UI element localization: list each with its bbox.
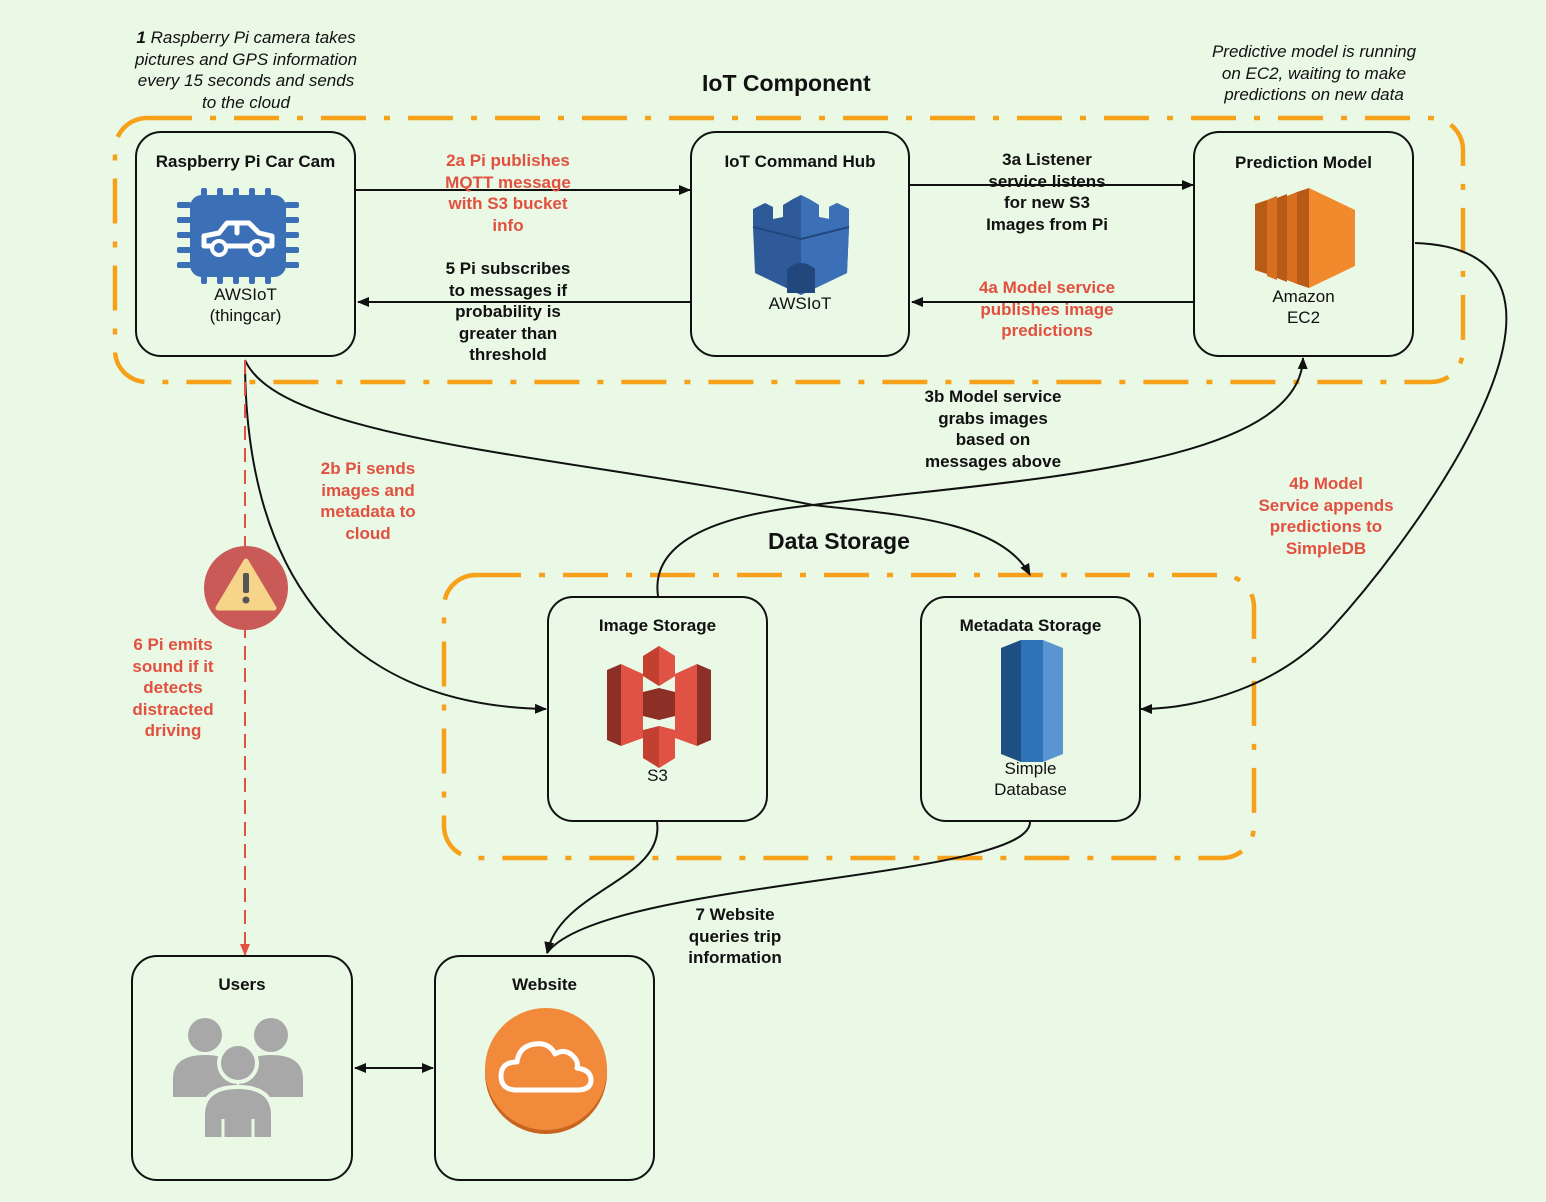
aws-simpledb-icon <box>1001 640 1063 767</box>
arrow-7-from-simpledb <box>546 821 1031 954</box>
arrow-7-from-s3 <box>544 821 659 954</box>
warning-icon <box>204 546 288 630</box>
label-5: 5 Pi subscribes to messages if probabili… <box>445 259 571 364</box>
node-metadata-storage[interactable]: Metadata Storage Simple Database <box>920 596 1141 822</box>
arrow-2b-to-simpledb <box>244 359 1031 576</box>
data-storage-boundary <box>441 572 1257 861</box>
node-website[interactable]: Website <box>434 955 655 1181</box>
label-6: 6 Pi emits sound if it detects distracte… <box>132 635 214 740</box>
iot-component-title: IoT Component <box>702 70 871 96</box>
note-prediction-model: Predictive model is running on EC2, wait… <box>1211 42 1417 104</box>
aws-s3-icon <box>607 646 711 773</box>
aws-iot-castle-icon <box>749 193 853 302</box>
node-title: Image Storage <box>598 616 717 635</box>
node-title: Raspberry Pi Car Cam <box>155 152 336 171</box>
label-2b: 2b Pi sends images and metadata to cloud <box>320 459 416 543</box>
node-caption: Simple Database <box>994 759 1067 799</box>
car-chip-icon <box>177 188 299 289</box>
label-4a: 4a Model service publishes image predict… <box>978 278 1116 340</box>
node-caption: S3 <box>647 766 668 785</box>
label-4b: 4b Model Service appends predictions to … <box>1258 474 1394 558</box>
label-3a: 3a Listener service listens for new S3 I… <box>986 150 1108 234</box>
arrow-2b-to-s3 <box>244 359 547 714</box>
node-title: Website <box>512 975 577 994</box>
users-group-icon <box>173 1015 303 1146</box>
arrow-4b <box>1140 242 1508 714</box>
label-7: 7 Website queries trip information <box>688 905 782 967</box>
node-title: IoT Command Hub <box>724 152 876 171</box>
data-storage-title: Data Storage <box>768 528 910 554</box>
node-prediction-model[interactable]: Prediction Model Amazon EC2 <box>1193 131 1414 357</box>
node-title: Users <box>218 975 266 994</box>
note-step-1: 1 Raspberry Pi camera takes pictures and… <box>134 28 358 112</box>
node-caption: AWSIoT <box>768 294 832 313</box>
label-3b: 3b Model service grabs images based on m… <box>924 387 1062 471</box>
label-2a: 2a Pi publishes MQTT message with S3 buc… <box>445 151 571 235</box>
node-raspberry-pi[interactable]: Raspberry Pi Car Cam AWSIoT (thingcar) <box>135 131 356 357</box>
node-image-storage[interactable]: Image Storage S3 <box>547 596 768 822</box>
node-caption: Amazon EC2 <box>1272 287 1335 327</box>
node-title: Metadata Storage <box>959 616 1102 635</box>
node-users[interactable]: Users <box>131 955 353 1181</box>
node-iot-command-hub[interactable]: IoT Command Hub AWSIoT <box>690 131 910 357</box>
node-title: Prediction Model <box>1235 153 1372 172</box>
cloud-icon <box>483 1008 609 1139</box>
iot-component-boundary <box>112 115 1466 385</box>
aws-ec2-icon <box>1253 188 1357 293</box>
arrow-3b <box>656 357 1308 597</box>
node-caption: AWSIoT (thingcar) <box>209 285 282 325</box>
